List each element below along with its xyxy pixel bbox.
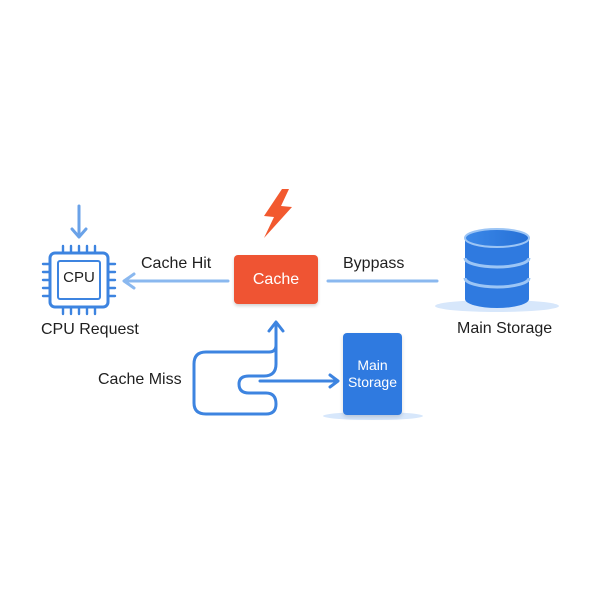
cache-hit-arrow [122, 272, 230, 290]
cpu-input-arrow [70, 204, 88, 239]
cache-box: Cache [234, 255, 318, 304]
cpu-chip-label: CPU [63, 269, 95, 286]
cache-miss-path [192, 320, 340, 416]
cache-hit-label: Cache Hit [141, 255, 212, 272]
cpu-chip-icon [41, 244, 117, 316]
main-storage-box: Main Storage [343, 333, 402, 415]
cache-miss-label: Cache Miss [98, 371, 182, 388]
database-icon [435, 228, 559, 312]
main-storage-label: Main Storage [457, 320, 553, 337]
bypass-label: Byppass [343, 255, 405, 272]
lightning-bolt-icon [264, 189, 292, 238]
cpu-request-label: CPU Request [41, 321, 139, 338]
main-storage-box-label: Main Storage [347, 357, 398, 390]
